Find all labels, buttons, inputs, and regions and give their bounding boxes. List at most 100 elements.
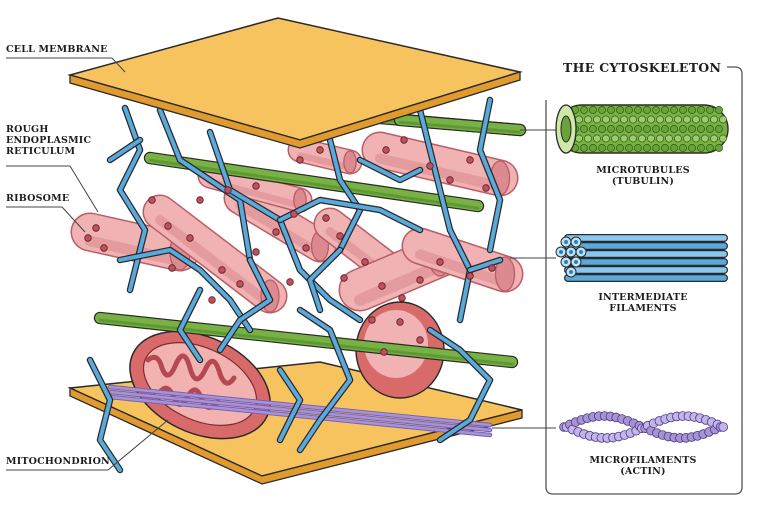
tubulin-subunit [719,115,727,124]
ribosome-dot [398,294,406,302]
ribosome-dot [290,210,298,218]
tubulin-subunit [580,106,588,114]
tubulin-subunit [688,144,696,152]
tubulin-subunit [679,106,687,114]
tubulin-subunit [679,144,687,152]
tubulin-subunit [679,125,687,133]
diagram-title: THE CYTOSKELETON [563,60,722,75]
bottom-membrane-edge [69,386,523,485]
microtubule-rod [93,311,519,369]
label-microtubules: MICROTUBULES (TUBULIN) [596,165,690,187]
tubulin-subunit [661,144,669,152]
tubulin-subunit [688,125,696,133]
tubulin-subunit [607,106,615,114]
tubulin-subunit [575,134,583,143]
tubulin-subunit [575,115,583,124]
tubulin-subunit [602,115,610,124]
tubulin-subunit [656,134,664,143]
tubulin-subunit [611,134,619,143]
tubulin-subunit [692,115,700,124]
tubulin-subunit [593,134,601,143]
tubulin-subunit [598,125,606,133]
tubulin-subunit [625,125,633,133]
tubulin-subunit [647,115,655,124]
tubulin-subunit [643,125,651,133]
ribosome-dot [382,146,390,154]
tubulin-subunit [706,125,714,133]
label-intermediate-filaments: INTERMEDIATE FILAMENTS [598,292,688,314]
tubulin-subunit [661,106,669,114]
tubulin-subunit [701,115,709,124]
tubulin-subunit [620,115,628,124]
ribosome-dots [84,136,496,356]
ribosome-dot [252,248,260,256]
ribosome-dot [416,276,424,284]
tubulin-subunit [607,144,615,152]
tubulin-subunit [697,106,705,114]
ribosome-dot [164,222,172,230]
tubulin-subunit [598,144,606,152]
tubulin-subunit [580,144,588,152]
ribosome-dot [218,266,226,274]
actin-filament-icon [559,411,728,443]
ribosome-dot [148,196,156,204]
tubulin-subunit [643,106,651,114]
tubulin-subunit [710,134,718,143]
tubulin-subunit [589,106,597,114]
ribosome-dot [380,348,388,356]
ribosome-dot [100,244,108,252]
label-microfilaments: MICROFILAMENTS (ACTIN) [589,455,697,477]
tubulin-subunit [674,115,682,124]
tubulin-subunit [634,106,642,114]
tubulin-subunit [652,106,660,114]
ribosome-dot [196,196,204,204]
tubulin-subunit [683,134,691,143]
microtubule-rod [143,151,485,213]
label-rough-er: ROUGH ENDOPLASMIC RETICULUM [6,124,92,157]
tubulin-subunit [670,144,678,152]
intermediate-filament-icon [555,234,728,282]
tubulin-subunit [616,106,624,114]
er-tube [287,137,363,175]
ribosome-dot [296,156,304,164]
ribosome-dot [426,162,434,170]
top-membrane-edge [69,71,521,149]
tubulin-subunit [584,115,592,124]
tubulin-subunit [643,144,651,152]
tubulin-subunit [661,125,669,133]
tubulin-subunit [665,115,673,124]
ribosome-dot [378,282,386,290]
label-ribosome: RIBOSOME [6,193,70,204]
microtubule-rods-front [93,113,527,369]
ribosome-dot [208,296,216,304]
tubulin-subunit [674,134,682,143]
tubulin-subunit [652,144,660,152]
tubulin-subunit [701,134,709,143]
tubulin-subunit [719,134,727,143]
ribosome-dot [340,274,348,282]
tubulin-subunit [616,144,624,152]
tubulin-subunit [607,125,615,133]
panel-bracket [545,66,743,495]
ribosome-dot [322,214,330,222]
ribosome-dot [482,184,490,192]
er-tube [142,194,288,314]
ribosome-dot [336,232,344,240]
tubulin-subunit [715,144,723,152]
tubulin-subunit [625,144,633,152]
tubulin-subunit [715,106,723,114]
intermediate-filament-network [86,96,504,474]
ribosome-dot [361,258,369,266]
microtubule-icon [555,104,729,154]
tubulin-subunit [697,144,705,152]
tubulin-subunit [670,106,678,114]
tubulin-subunit [665,134,673,143]
tubulin-subunit [616,125,624,133]
tubulin-subunit [692,134,700,143]
tubulin-subunit [710,115,718,124]
tubulin-subunit [589,144,597,152]
tubulin-subunit [634,144,642,152]
tubulin-subunit [688,106,696,114]
tubulin-subunit [697,125,705,133]
